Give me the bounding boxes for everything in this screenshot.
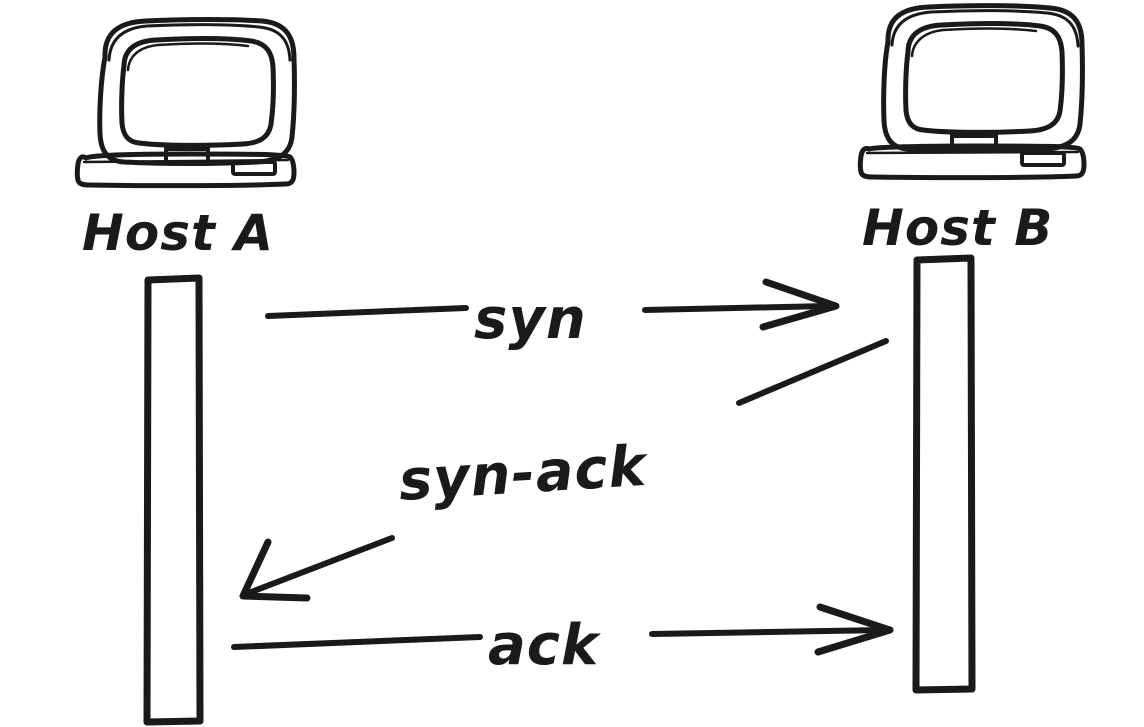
timeline-host-a: [143, 274, 204, 726]
host-a-label: Host A: [82, 204, 274, 262]
message-arrow-syn: [265, 278, 840, 331]
message-arrow-ack: [231, 603, 894, 656]
timeline-host-b: [912, 254, 976, 694]
message-label-syn-ack: syn-ack: [397, 434, 651, 514]
desktop-computer-icon-host-a: [74, 17, 297, 189]
message-arrow-syn-ack: [239, 338, 889, 602]
message-label-ack: ack: [488, 613, 602, 678]
message-label-syn: syn: [474, 287, 587, 352]
desktop-computer-icon-host-b: [857, 3, 1087, 181]
host-b-label: Host B: [862, 199, 1053, 257]
